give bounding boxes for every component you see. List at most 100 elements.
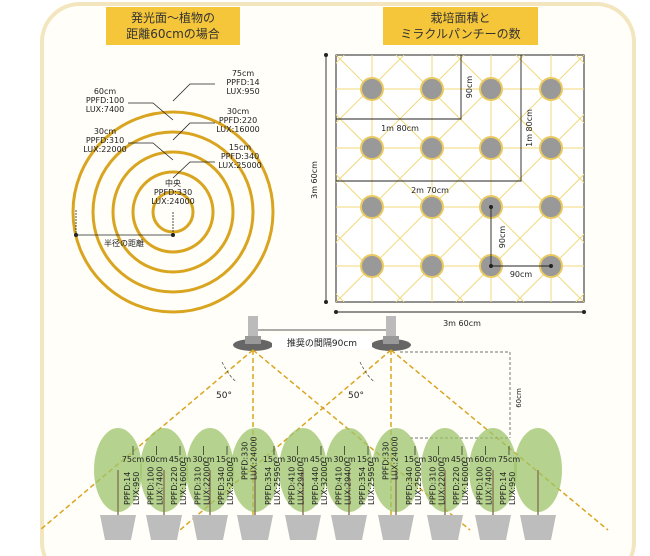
label-center-ppfd: PPFD:330 [154, 188, 192, 197]
reading-distance: 60cm [145, 455, 168, 464]
reading-ppfd: PPFD:340 [405, 467, 414, 505]
reading-lux: LUX:25000 [226, 461, 235, 505]
light-rings [71, 110, 275, 314]
dim-1m80-horizontal: 1m 80cm [381, 124, 419, 133]
label-30a-lux: LUX:16000 [216, 125, 260, 134]
reading-ppfd: PPFD:310 [194, 467, 203, 505]
reading-distance: 45cm [451, 455, 474, 464]
label-75-dist: 75cm [232, 69, 255, 78]
leader-lines [75, 83, 215, 236]
label-center-lux: LUX:24000 [151, 197, 195, 206]
reading-distance: 15cm [263, 455, 286, 464]
reading-lux: LUX:32000 [320, 461, 329, 505]
pot [100, 515, 136, 540]
plant [469, 428, 517, 540]
reading-distance: 45cm [169, 455, 192, 464]
reading-distance: 30cm [192, 455, 215, 464]
plants-row [94, 428, 562, 540]
pot [427, 515, 463, 540]
plant [94, 428, 142, 540]
dim-1m80-vertical: 1m 80cm [525, 109, 534, 147]
pot [475, 515, 511, 540]
spacing-label: 推奨の間隔90cm [287, 337, 357, 349]
pot [520, 515, 556, 540]
lamp-spot [539, 195, 563, 219]
reading-lux: LUX:950 [508, 472, 517, 505]
dim-3m60-horizontal: 3m 60cm [443, 319, 481, 328]
dim-90-top: 90cm [465, 76, 474, 99]
reading-lux: LUX:29400 [297, 461, 306, 505]
reading-lux: LUX:950 [132, 472, 141, 505]
lamp-spot [360, 77, 384, 101]
left-title-line1: 発光面〜植物の [130, 11, 215, 25]
lamp-spot [479, 136, 503, 160]
reading-distance: 75cm [498, 455, 521, 464]
reading-ppfd: PPFD:330 [382, 442, 391, 480]
ring-5 [71, 110, 275, 314]
label-60-ppfd: PPFD:100 [86, 96, 124, 105]
lamp-left [233, 316, 273, 351]
lamp-grid [360, 77, 563, 278]
reading-distance: 15cm [216, 455, 239, 464]
label-center-dist: 中央 [165, 178, 181, 188]
reading-lux: LUX:25000 [414, 461, 423, 505]
reading-lux: LUX:25950 [273, 461, 282, 505]
reading-ppfd: PPFD:440 [311, 467, 320, 505]
pot [192, 515, 228, 540]
left-title-line2: 距離60cmの場合 [126, 27, 220, 41]
reading-ppfd: PPFD:354 [264, 467, 273, 505]
lamp-spot [420, 254, 444, 278]
reading-distance: 30cm [427, 455, 450, 464]
lamp-spot [420, 195, 444, 219]
label-15-ppfd: PPFD:340 [221, 152, 259, 161]
label-75-ppfd: PPFD:14 [226, 78, 259, 87]
label-60-dist: 60cm [94, 87, 117, 96]
reading-lux: LUX:25950 [367, 461, 376, 505]
plant [231, 428, 279, 540]
reading-ppfd: PPFD:310 [429, 467, 438, 505]
label-30a-ppfd: PPFD:220 [219, 116, 257, 125]
label-30b-ppfd: PPFD:310 [86, 136, 124, 145]
lamp-spot [360, 254, 384, 278]
left-title: 発光面〜植物の 距離60cmの場合 [106, 7, 240, 45]
reading-ppfd: PPFD:14 [123, 472, 132, 505]
angle-right: 50° [348, 391, 364, 401]
dim-2m70: 2m 70cm [411, 186, 449, 195]
lamp-spot [360, 136, 384, 160]
lamp-spot [539, 136, 563, 160]
plant [186, 428, 234, 540]
pot [285, 515, 321, 540]
reading-ppfd: PPFD:100 [476, 467, 485, 505]
dimension-lines [325, 55, 584, 313]
plant [421, 428, 469, 540]
reading-distance: 15cm [404, 455, 427, 464]
lamp-spot [360, 195, 384, 219]
plant [279, 428, 327, 540]
reading-ppfd: PPFD:14 [499, 472, 508, 505]
reading-ppfd: PPFD:354 [358, 467, 367, 505]
dim-90-vertical: 90cm [498, 226, 507, 249]
reading-distance: 30cm [333, 455, 356, 464]
reading-ppfd: PPFD:410 [335, 467, 344, 505]
reading-ppfd: PPFD:330 [241, 442, 250, 480]
reading-ppfd: PPFD:100 [147, 467, 156, 505]
ring-2 [131, 170, 215, 254]
pot [237, 515, 273, 540]
dim-90-horizontal: 90cm [510, 270, 533, 279]
reading-lux: LUX:29400 [344, 461, 353, 505]
reading-distance: 30cm [286, 455, 309, 464]
reading-ppfd: PPFD:220 [170, 467, 179, 505]
label-75-lux: LUX:950 [226, 87, 259, 96]
lamp-spot [420, 77, 444, 101]
reading-ppfd: PPFD:220 [452, 467, 461, 505]
reading-distance: 60cm [474, 455, 497, 464]
reading-distance: 15cm [357, 455, 380, 464]
height-label: 60cm [515, 388, 523, 408]
ring-4 [91, 130, 255, 294]
reading-lux: LUX:16000 [179, 461, 188, 505]
label-60-lux: LUX:7400 [86, 105, 124, 114]
plant [325, 428, 373, 540]
